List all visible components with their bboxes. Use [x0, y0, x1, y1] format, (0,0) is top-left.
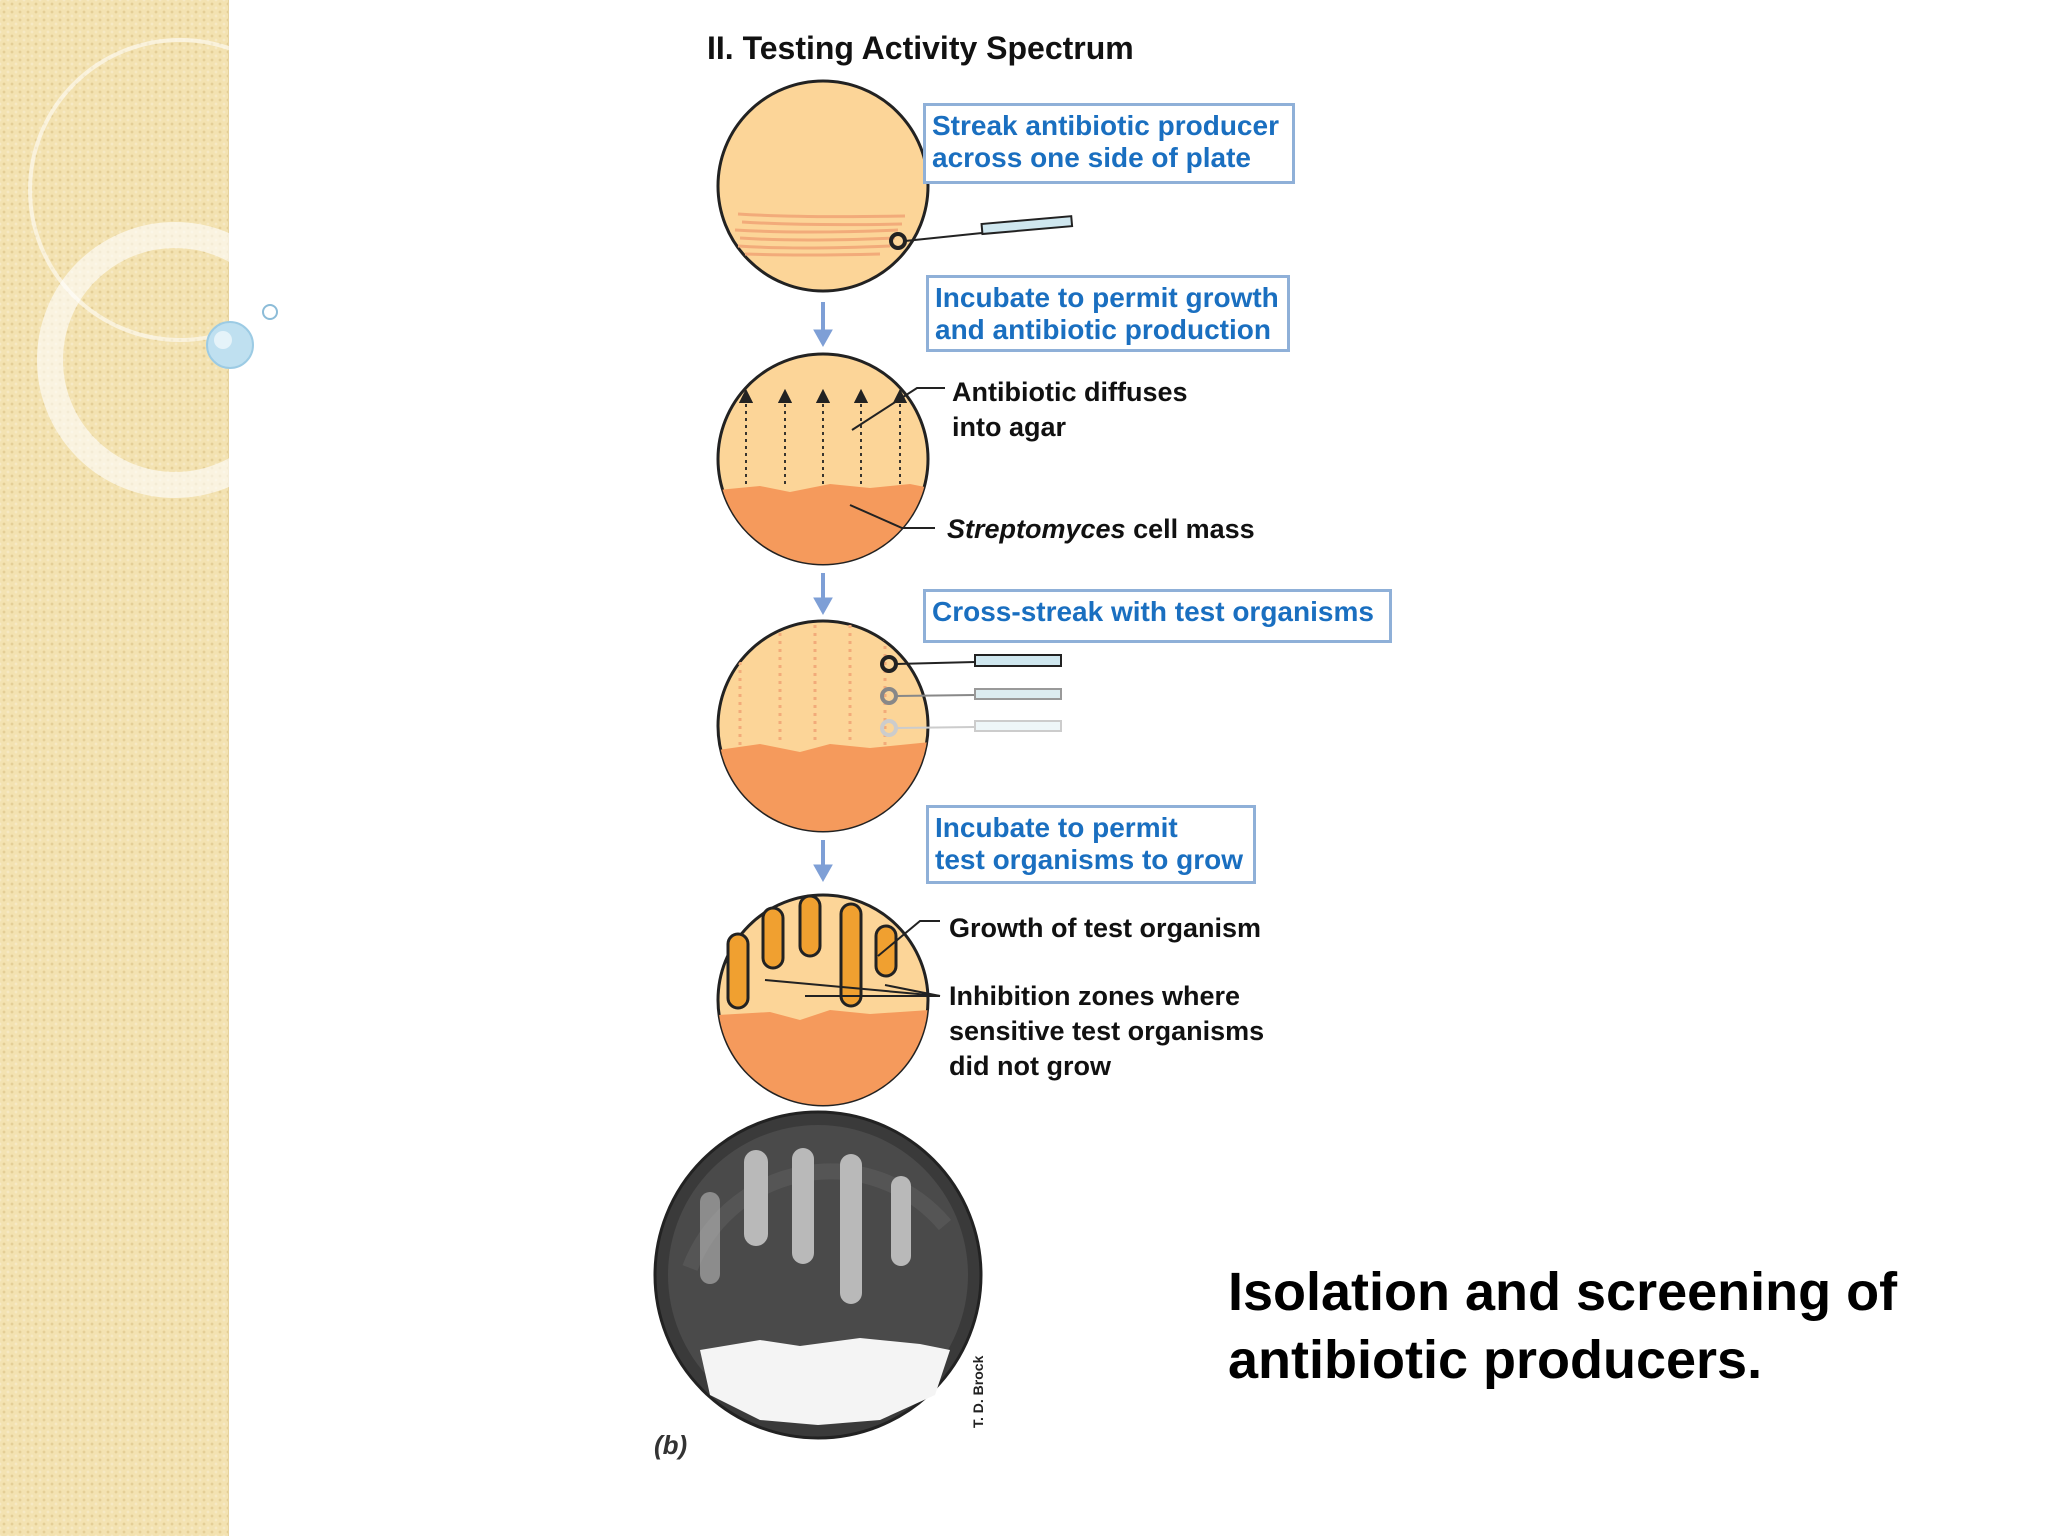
- leader-inhibition-1: [764, 979, 941, 997]
- test-organism-streak-paths: [738, 625, 887, 745]
- photo-producer-growth: [700, 1338, 950, 1425]
- decorative-rings: [28, 38, 330, 498]
- photo-credit: T. D. Brock: [970, 1355, 986, 1428]
- diffusion-arrows: [738, 388, 908, 484]
- label-antibiotic-diffuses: Antibiotic diffuses into agar: [952, 377, 1188, 442]
- step-3-box: Cross-streak with test organisms: [923, 589, 1392, 643]
- plate-1: [716, 79, 1074, 293]
- cross-streak-loops: [880, 654, 1062, 737]
- step-2-box: Incubate to permit growth and antibiotic…: [926, 275, 1290, 352]
- photo-test-streaks: [700, 1148, 911, 1304]
- step-1-box: Streak antibiotic producer across one si…: [923, 103, 1295, 184]
- slide-caption: Isolation and screening of antibiotic pr…: [1228, 1262, 1898, 1390]
- producer-streak: [734, 212, 906, 257]
- step-4-box: Incubate to permit test organisms to gro…: [926, 805, 1256, 884]
- leader-antibiotic: [851, 387, 945, 431]
- plate-2: [716, 352, 945, 566]
- leader-growth: [877, 920, 940, 957]
- test-organism-growth: [726, 894, 898, 1010]
- leader-cell-mass: [849, 504, 935, 529]
- label-growth-test-organism: Growth of test organism: [949, 913, 1262, 943]
- inoculating-loop-handle: [980, 215, 1074, 236]
- plate-4: [716, 893, 941, 1107]
- section-title: II. Testing Activity Spectrum: [707, 30, 1134, 66]
- photo-plate: [653, 1110, 983, 1440]
- label-inhibition-zones: Inhibition zones where sensitive test or…: [949, 981, 1265, 1081]
- label-cell-mass-text: cell mass: [1125, 514, 1255, 544]
- panel-label: (b): [654, 1430, 688, 1460]
- bubble-small: [262, 304, 278, 320]
- leader-inhibition-3: [884, 984, 941, 997]
- label-streptomyces-cell-mass: Streptomyces cell mass: [947, 514, 1255, 545]
- flow-arrows: [813, 302, 833, 883]
- plate-3: [716, 619, 1062, 833]
- label-streptomyces-genus: Streptomyces: [947, 514, 1126, 544]
- streptomyces-cell-mass: [718, 484, 928, 564]
